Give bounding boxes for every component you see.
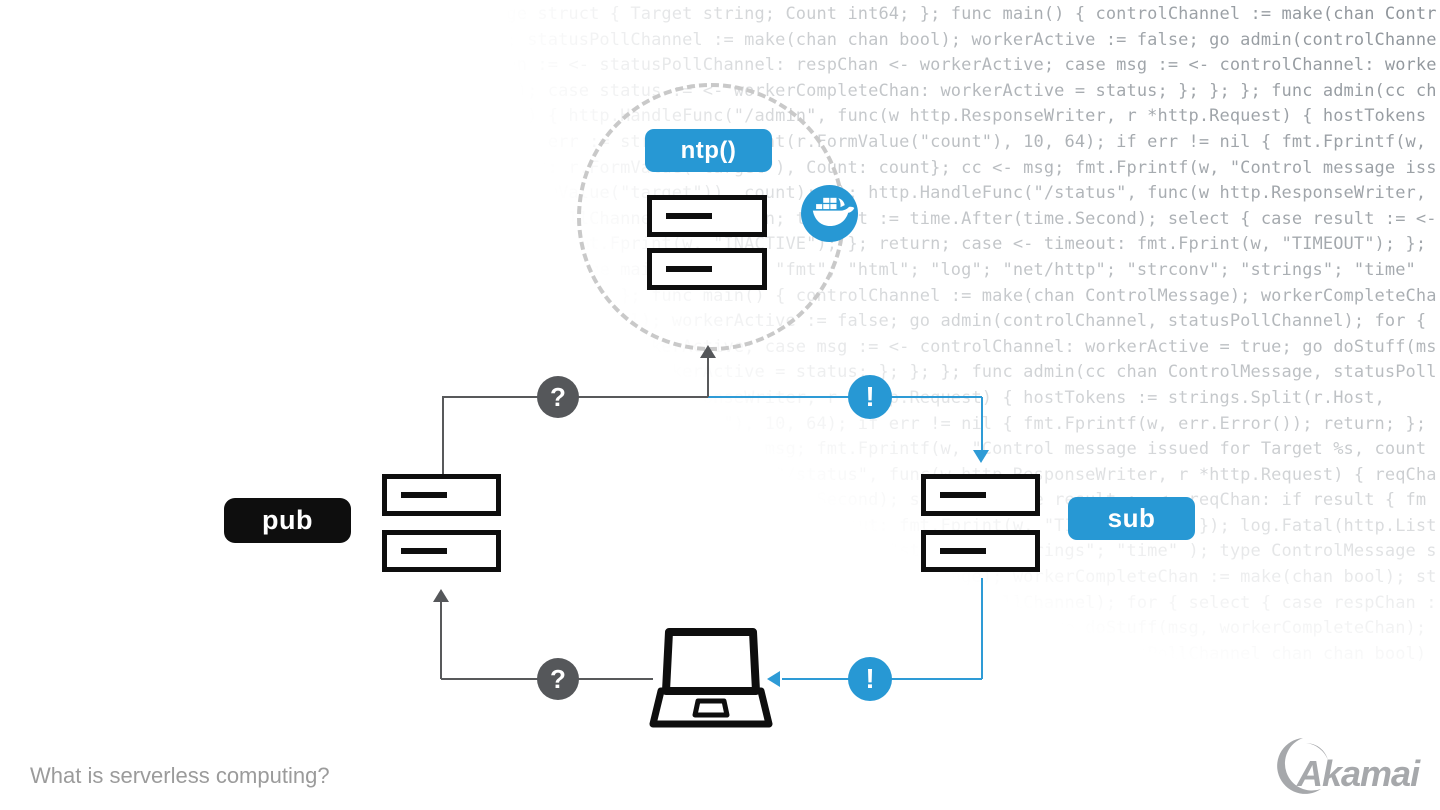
server-slot (940, 548, 986, 554)
server-slot (666, 266, 712, 272)
connector-line (981, 397, 983, 451)
server-icon (647, 195, 767, 237)
server-icon (921, 474, 1040, 516)
akamai-logo-text: Akamai (1296, 753, 1421, 794)
server-slot (401, 492, 447, 498)
server-icon (382, 474, 501, 516)
arrow-left-icon (767, 671, 780, 687)
ntp-function-label: ntp() (645, 129, 772, 172)
connector-line (440, 601, 442, 679)
connector-line (981, 578, 983, 679)
connector-line (442, 397, 444, 474)
connector-line (708, 396, 982, 398)
exclamation-marker-icon: ! (848, 657, 892, 701)
akamai-logo: Akamai (1272, 736, 1424, 796)
server-icon (382, 530, 501, 572)
server-slot (666, 213, 712, 219)
caption: What is serverless computing? (30, 763, 330, 788)
exclamation-marker-icon: ! (848, 375, 892, 419)
arrow-down-icon (973, 450, 989, 463)
server-icon (647, 248, 767, 290)
pub-label: pub (224, 498, 351, 543)
server-icon (921, 530, 1040, 572)
server-slot (401, 548, 447, 554)
question-marker-icon: ? (537, 376, 579, 418)
question-marker-icon: ? (537, 658, 579, 700)
connector-line (707, 357, 709, 397)
arrow-up-icon (700, 345, 716, 358)
sub-label: sub (1068, 497, 1195, 540)
laptop-icon (645, 627, 777, 731)
server-slot (940, 492, 986, 498)
docker-icon (801, 185, 858, 242)
arrow-up-icon (433, 589, 449, 602)
